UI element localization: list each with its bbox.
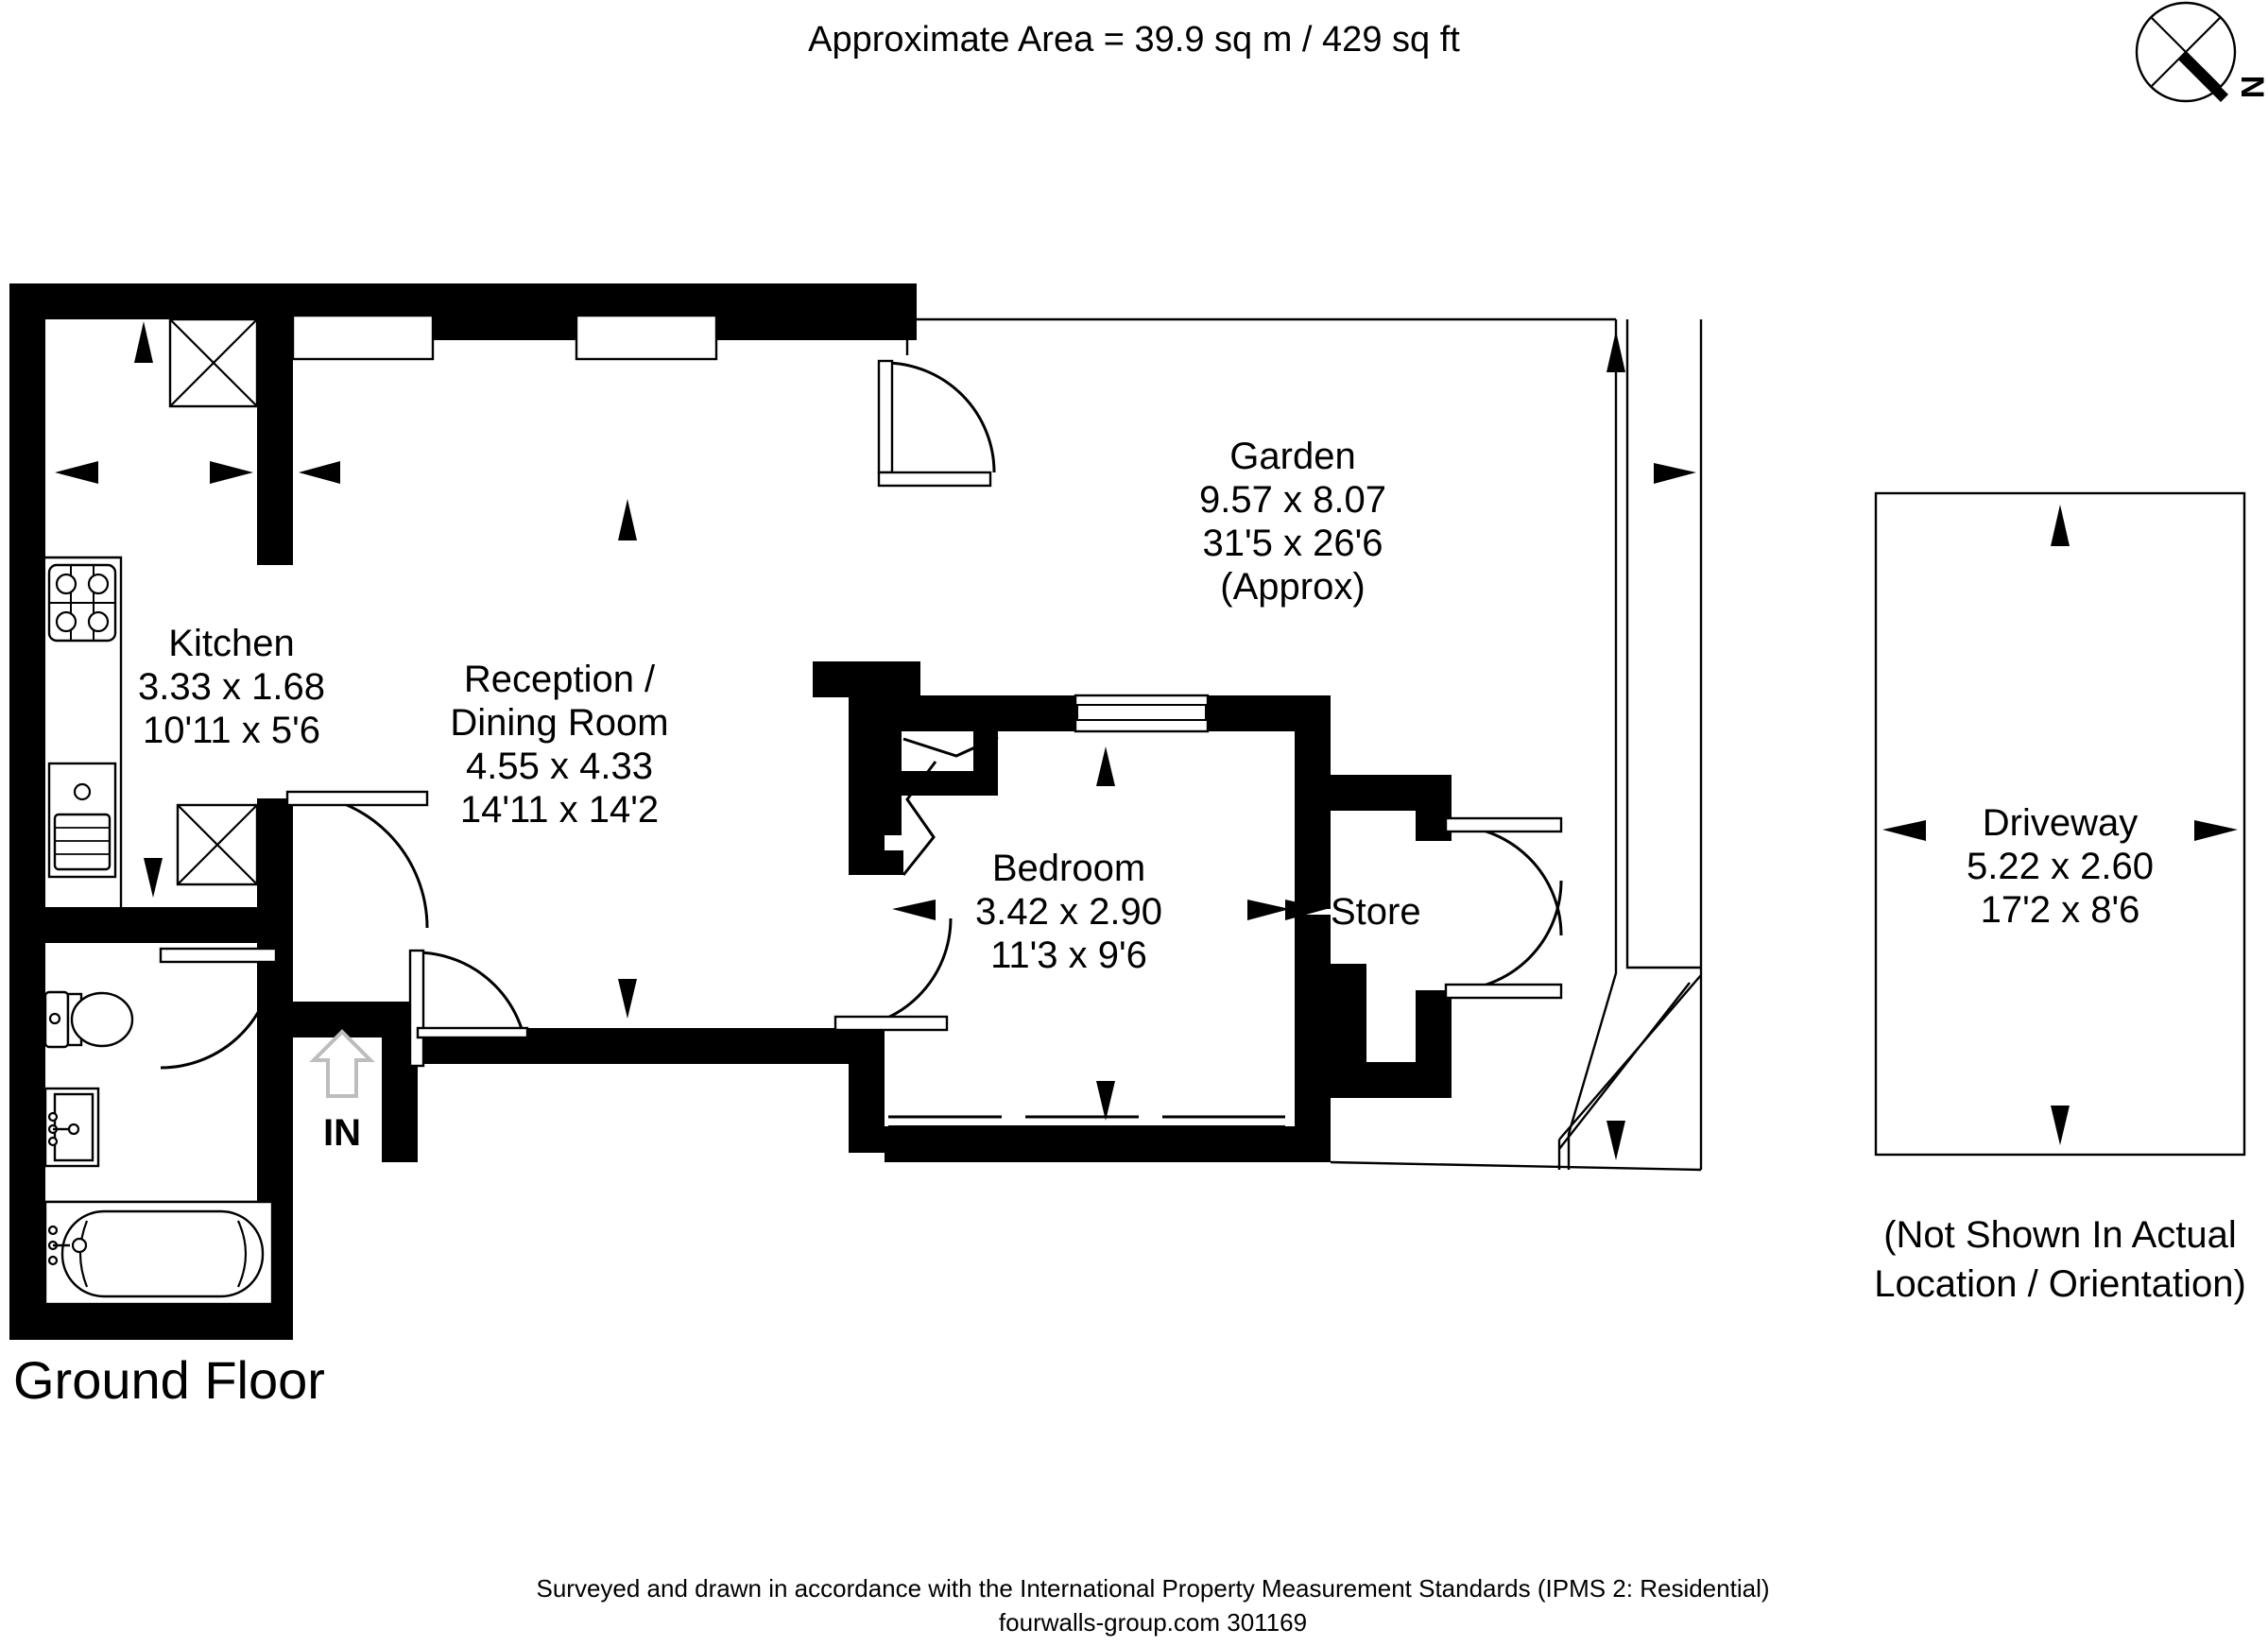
garden-imperial: 31'5 x 26'6 bbox=[1203, 523, 1383, 564]
door-swings bbox=[159, 359, 1563, 1070]
garden-approx: (Approx) bbox=[1220, 566, 1365, 608]
toilet-icon bbox=[43, 990, 134, 1049]
garden-name: Garden bbox=[1229, 436, 1355, 477]
bathtub-icon bbox=[43, 1200, 274, 1306]
compass-north-label: N bbox=[2234, 76, 2268, 99]
reception-metric: 4.55 x 4.33 bbox=[466, 746, 653, 787]
stove-icon bbox=[47, 563, 117, 643]
driveway-outline bbox=[1874, 491, 2246, 1157]
page-title: Approximate Area = 39.9 sq m / 429 sq ft bbox=[808, 20, 1460, 60]
kitchen-metric: 3.33 x 1.68 bbox=[138, 666, 325, 708]
floor-label: Ground Floor bbox=[13, 1350, 325, 1410]
driveway-imperial: 17'2 x 8'6 bbox=[1981, 889, 2140, 931]
driveway-note-line1: (Not Shown In Actual bbox=[1883, 1214, 2237, 1256]
bedroom-name: Bedroom bbox=[992, 848, 1145, 889]
building-walls bbox=[9, 283, 1452, 1340]
garden-metric: 9.57 x 8.07 bbox=[1199, 479, 1386, 521]
reception-imperial: 14'11 x 14'2 bbox=[460, 789, 659, 831]
room-label-bedroom: Bedroom 3.42 x 2.90 11'3 x 9'6 bbox=[975, 848, 1162, 976]
dimension-arrowheads bbox=[55, 321, 2238, 1160]
opening-hatch-lower bbox=[176, 803, 259, 886]
driveway-name: Driveway bbox=[1983, 802, 2138, 844]
kitchen-imperial: 10'11 x 5'6 bbox=[143, 710, 320, 751]
driveway-note-line2: Location / Orientation) bbox=[1874, 1263, 2246, 1305]
room-label-kitchen: Kitchen 3.33 x 1.68 10'11 x 5'6 bbox=[138, 623, 325, 751]
reception-name-line1: Reception / bbox=[464, 659, 656, 700]
up-arrow-icon bbox=[309, 1029, 375, 1098]
room-label-driveway: Driveway 5.22 x 2.60 17'2 x 8'6 bbox=[1967, 802, 2154, 931]
kitchen-name: Kitchen bbox=[168, 623, 294, 664]
entry-in-marker: IN bbox=[309, 1029, 375, 1154]
washbasin-icon bbox=[43, 1087, 100, 1168]
room-label-garden: Garden 9.57 x 8.07 31'5 x 26'6 (Approx) bbox=[1199, 436, 1386, 608]
room-label-store: Store bbox=[1331, 891, 1421, 933]
footer-source-line: fourwalls-group.com 301169 bbox=[999, 1608, 1307, 1637]
compass-rose-icon bbox=[2135, 1, 2237, 103]
sink-icon bbox=[47, 762, 117, 879]
kitchen-fixtures bbox=[45, 556, 123, 907]
bedroom-bottom-glazing bbox=[888, 1115, 1285, 1127]
bedroom-imperial: 11'3 x 9'6 bbox=[990, 934, 1147, 976]
garden-boundary bbox=[905, 317, 1703, 1172]
reception-name-line2: Dining Room bbox=[450, 702, 668, 744]
driveway-note: (Not Shown In Actual Location / Orientat… bbox=[1874, 1214, 2246, 1305]
opening-hatch-top bbox=[168, 317, 259, 408]
entry-in-label: IN bbox=[323, 1112, 361, 1154]
bathroom-fixtures bbox=[43, 990, 274, 1306]
store-name: Store bbox=[1331, 891, 1421, 933]
bedroom-metric: 3.42 x 2.90 bbox=[975, 891, 1162, 933]
window-openings bbox=[291, 314, 718, 361]
driveway-metric: 5.22 x 2.60 bbox=[1967, 846, 2154, 887]
footer-standards-line: Surveyed and drawn in accordance with th… bbox=[536, 1574, 1769, 1603]
room-label-reception: Reception / Dining Room 4.55 x 4.33 14'1… bbox=[450, 659, 668, 831]
